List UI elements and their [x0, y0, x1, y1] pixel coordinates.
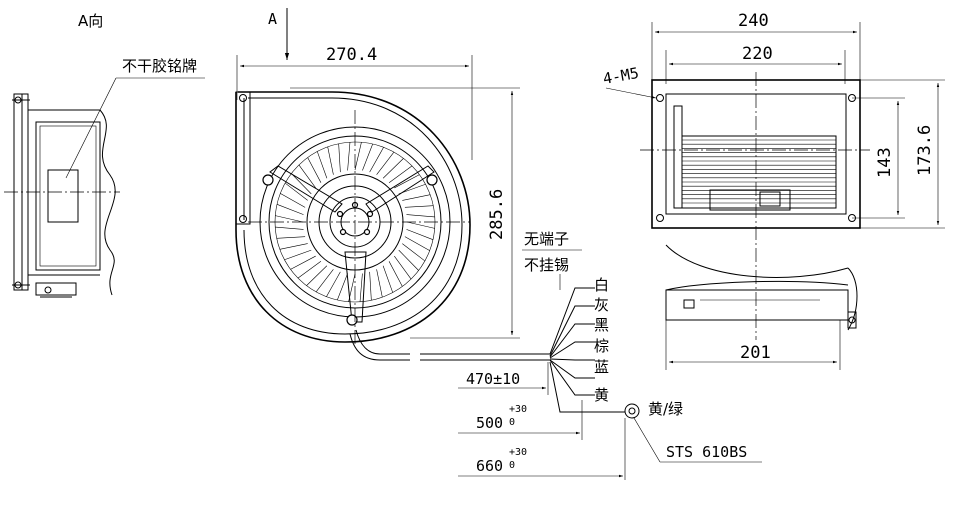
impeller-blade — [376, 151, 395, 175]
scroll-housing — [235, 91, 471, 343]
outlet-view: 240 220 4-M5 143 17 — [602, 11, 945, 370]
impeller-blade — [394, 174, 420, 189]
side-view: A向 不干胶铭牌 — [4, 12, 205, 298]
impeller-blade — [376, 269, 383, 298]
front-view: A 270.4 285.6 — [235, 8, 550, 361]
cable-length-3-tol-upper: +30 — [509, 447, 527, 458]
impeller-blade — [406, 214, 435, 218]
impeller-blade — [362, 143, 373, 171]
impeller-blade — [338, 143, 341, 173]
impeller-blade — [276, 204, 304, 215]
impeller-blade — [406, 229, 434, 240]
outer-width-dimension: 240 — [738, 11, 769, 31]
wire-color-black: 黑 — [594, 316, 609, 334]
view-a-label: A — [268, 10, 277, 28]
body-width-dimension: 201 — [740, 343, 771, 363]
wire-color-yellow: 黄 — [594, 386, 609, 404]
wiring-harness: 无端子 不挂锡 白 灰 黑 棕 蓝 黄 黄/绿 470±10 500 + — [458, 230, 762, 480]
impeller-blade — [406, 221, 435, 229]
impeller-blade — [354, 142, 362, 171]
impeller-blade — [404, 205, 434, 208]
fan-body-side — [665, 244, 858, 331]
cable-length-2: 500 — [476, 414, 503, 432]
mount-hole-top — [239, 94, 247, 102]
impeller-blade — [347, 142, 351, 171]
impeller-blade — [275, 226, 304, 230]
wire-note-line2: 不挂锡 — [524, 256, 569, 274]
outlet-flange — [651, 79, 861, 229]
wire-color-labels: 白 灰 黑 棕 蓝 黄 — [594, 276, 609, 404]
cable-length-3: 660 — [476, 457, 503, 475]
impeller-blade — [388, 261, 403, 287]
impeller-blade — [291, 173, 312, 195]
impeller-blade — [276, 236, 306, 239]
wire-note-line1: 无端子 — [524, 230, 569, 248]
wire-color-gray: 灰 — [594, 296, 609, 314]
wire-color-blue: 蓝 — [594, 358, 609, 376]
wire-color-white: 白 — [594, 276, 609, 294]
cable-length-3-tol-lower: 0 — [509, 460, 515, 471]
impeller-blade — [327, 146, 334, 175]
width-dimension: 270.4 — [326, 45, 377, 65]
nameplate-label: 不干胶铭牌 — [122, 57, 197, 75]
height-dimension: 285.6 — [487, 189, 507, 240]
impeller-blade — [316, 151, 328, 179]
outlet-impeller-frame — [681, 135, 837, 209]
impeller-blade — [280, 193, 306, 208]
impeller-blade — [382, 158, 404, 179]
impeller-blade — [382, 265, 394, 293]
impeller-blade — [297, 261, 322, 279]
impeller-blade — [404, 236, 430, 251]
support-arms — [262, 165, 438, 326]
impeller-blade — [337, 273, 348, 301]
impeller-blade — [298, 164, 316, 189]
mount-hole-bottom — [239, 215, 247, 223]
hole-spacing-dimension: 143 — [875, 147, 895, 178]
impeller-blade — [290, 255, 316, 270]
total-height-dimension: 173.6 — [915, 125, 935, 176]
impeller-blade — [284, 182, 308, 201]
impeller-blade — [394, 255, 412, 280]
impeller-blade — [402, 243, 426, 262]
cable-length-1: 470±10 — [466, 370, 520, 388]
impeller-blade — [398, 249, 419, 271]
ground-lug-icon — [624, 403, 640, 419]
impeller-blade — [275, 215, 304, 223]
impeller-blade — [369, 271, 372, 301]
impeller-blade — [306, 265, 328, 286]
cable-length-2-tol-upper: +30 — [509, 404, 527, 415]
impeller-blade — [284, 249, 312, 261]
hole-callout: 4-M5 — [602, 64, 641, 88]
side-view-title: A向 — [78, 12, 103, 30]
inner-width-dimension: 220 — [742, 44, 773, 64]
impeller-blade — [388, 165, 413, 183]
nameplate — [47, 169, 79, 223]
impeller-blade — [315, 269, 334, 293]
cable-length-2-tol-lower: 0 — [509, 417, 515, 428]
impeller-blade — [326, 271, 341, 297]
impeller-blade — [307, 157, 322, 183]
side-view-housing — [12, 93, 116, 298]
ground-wire-label: 黄/绿 — [648, 400, 683, 418]
impeller-blade — [279, 243, 308, 250]
wire-color-brown: 棕 — [594, 337, 609, 355]
lug-part-number: STS 610BS — [666, 443, 747, 461]
impeller-blade — [369, 147, 384, 173]
impeller-blade — [359, 273, 363, 302]
impeller-blade — [402, 194, 431, 201]
